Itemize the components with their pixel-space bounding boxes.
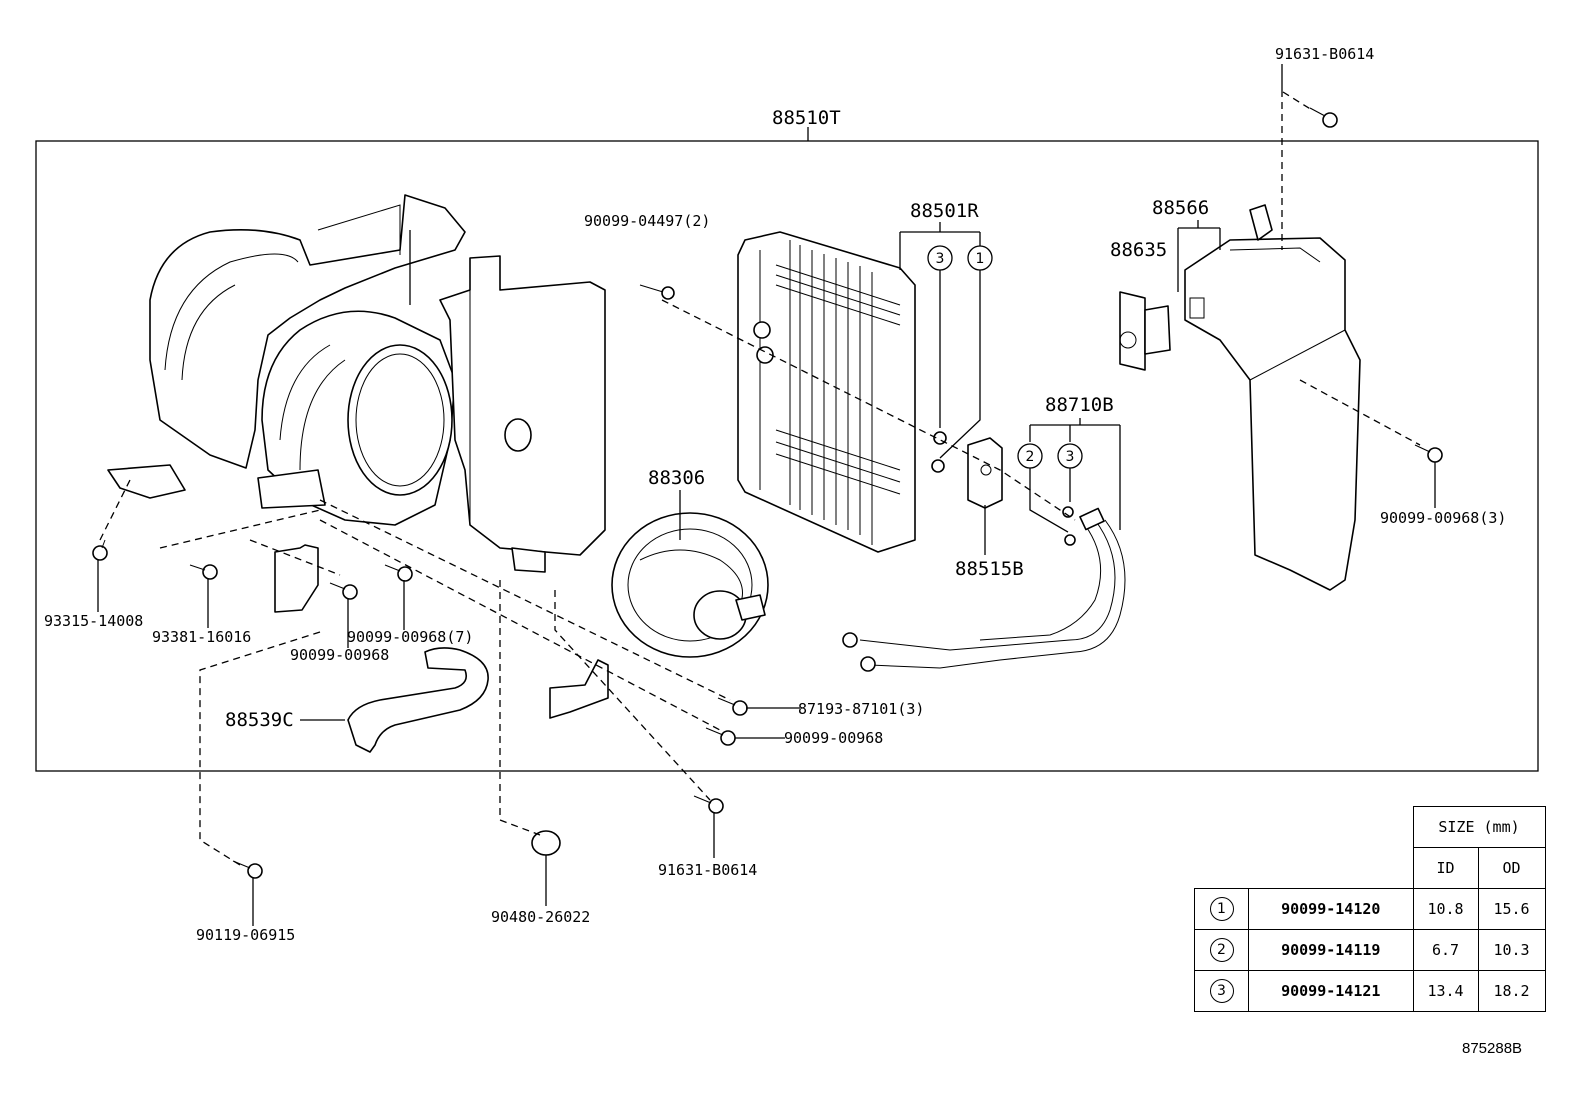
ref-number: 1 bbox=[1209, 897, 1234, 921]
dashed-leader-line bbox=[554, 590, 711, 801]
ring-marker-1: 1 bbox=[976, 251, 985, 267]
part-number-cell[interactable]: 90099-14119 bbox=[1248, 929, 1414, 971]
part-number-cell[interactable]: 90099-14120 bbox=[1248, 888, 1414, 930]
leader-line bbox=[1177, 220, 1221, 292]
ring-marker-3b-circle bbox=[1057, 443, 1083, 469]
callout-91631-B0614-top[interactable]: 91631-B0614 bbox=[1275, 45, 1374, 63]
table-row: 1 90099-14120 10.8 15.6 bbox=[1194, 888, 1546, 930]
col-id-header: ID bbox=[1412, 847, 1479, 889]
dashed-leader-line bbox=[159, 509, 321, 549]
od-cell: 18.2 bbox=[1477, 970, 1546, 1012]
ring-marker-1-circle bbox=[967, 245, 993, 271]
dashed-leader-line bbox=[1282, 91, 1313, 111]
table-header-row: SIZE (mm) bbox=[1195, 806, 1546, 848]
size-header: SIZE (mm) bbox=[1412, 806, 1546, 848]
assembly-label[interactable]: 88510T bbox=[772, 107, 841, 129]
callout-88515B[interactable]: 88515B bbox=[955, 558, 1024, 580]
drain-hose-illustration bbox=[347, 647, 489, 753]
ref-cell: 3 bbox=[1194, 970, 1249, 1012]
leader-line bbox=[899, 222, 981, 270]
callout-87193-87101[interactable]: 87193-87101(3) bbox=[798, 700, 924, 718]
ring-marker-3-circle bbox=[927, 245, 953, 271]
callout-88539C[interactable]: 88539C bbox=[225, 709, 294, 731]
part-number-cell[interactable]: 90099-14121 bbox=[1248, 970, 1414, 1012]
callout-88566[interactable]: 88566 bbox=[1152, 197, 1209, 219]
callout-93381-16016[interactable]: 93381-16016 bbox=[152, 628, 251, 646]
ring-marker-3: 3 bbox=[936, 251, 945, 267]
bracket-illustration bbox=[274, 544, 319, 613]
leader-line bbox=[1029, 468, 1071, 533]
dashed-leader-line bbox=[319, 519, 721, 731]
callout-90480-26022[interactable]: 90480-26022 bbox=[491, 908, 590, 926]
callout-88501R[interactable]: 88501R bbox=[910, 200, 979, 222]
ref-number: 2 bbox=[1209, 938, 1234, 962]
ref-cell: 2 bbox=[1194, 929, 1249, 971]
callout-90119-06915[interactable]: 90119-06915 bbox=[196, 926, 295, 944]
callout-90099-00968-b[interactable]: 90099-00968 bbox=[784, 729, 883, 747]
ring-marker-2: 2 bbox=[1026, 449, 1035, 465]
callout-88710B[interactable]: 88710B bbox=[1045, 394, 1114, 416]
resistor-illustration bbox=[1119, 291, 1171, 371]
pipe-assembly-illustration bbox=[842, 507, 1126, 672]
id-cell: 10.8 bbox=[1412, 888, 1479, 930]
bracket-illustration bbox=[549, 659, 609, 719]
id-cell: 13.4 bbox=[1412, 970, 1479, 1012]
dashed-leader-line bbox=[249, 539, 341, 576]
callout-90099-00968-a[interactable]: 90099-00968 bbox=[290, 646, 389, 664]
dashed-leader-line bbox=[1299, 379, 1421, 446]
col-od-header: OD bbox=[1477, 847, 1546, 889]
ref-number: 3 bbox=[1209, 979, 1234, 1003]
table-subheader-row: ID OD bbox=[1195, 847, 1546, 889]
leader-line bbox=[939, 270, 981, 459]
blower-case-illustration bbox=[107, 194, 606, 573]
od-cell: 10.3 bbox=[1477, 929, 1546, 971]
o-ring-size-table: SIZE (mm) ID OD 1 90099-14120 10.8 15.6 … bbox=[1194, 806, 1546, 1012]
callout-88306[interactable]: 88306 bbox=[648, 467, 705, 489]
dashed-leader-line bbox=[499, 580, 541, 836]
leader-line bbox=[1029, 418, 1121, 530]
dashed-leader-line bbox=[661, 299, 1076, 521]
blower-motor-illustration bbox=[611, 512, 769, 658]
assembly-boundary-box bbox=[35, 140, 1539, 772]
figure-number: 875288B bbox=[1462, 1040, 1523, 1057]
dashed-leader-line bbox=[199, 631, 321, 866]
ring-marker-2-circle bbox=[1017, 443, 1043, 469]
ring-marker-3b: 3 bbox=[1066, 449, 1075, 465]
table-row: 3 90099-14121 13.4 18.2 bbox=[1194, 970, 1546, 1012]
expansion-valve-illustration bbox=[967, 437, 1003, 509]
callout-90099-00968-7[interactable]: 90099-00968(7) bbox=[347, 628, 473, 646]
air-duct-illustration bbox=[1184, 204, 1361, 591]
screw-illustration bbox=[92, 107, 1443, 879]
callout-90099-04497[interactable]: 90099-04497(2) bbox=[584, 212, 710, 230]
evaporator-illustration bbox=[737, 231, 916, 553]
dashed-leader-line bbox=[319, 499, 731, 701]
ref-cell: 1 bbox=[1194, 888, 1249, 930]
od-cell: 15.6 bbox=[1477, 888, 1546, 930]
callout-90099-00968-3[interactable]: 90099-00968(3) bbox=[1380, 509, 1506, 527]
table-row: 2 90099-14119 6.7 10.3 bbox=[1194, 929, 1546, 971]
callout-88635[interactable]: 88635 bbox=[1110, 239, 1167, 261]
callout-93315-14008[interactable]: 93315-14008 bbox=[44, 612, 143, 630]
callout-91631-B0614-bottom[interactable]: 91631-B0614 bbox=[658, 861, 757, 879]
id-cell: 6.7 bbox=[1412, 929, 1479, 971]
